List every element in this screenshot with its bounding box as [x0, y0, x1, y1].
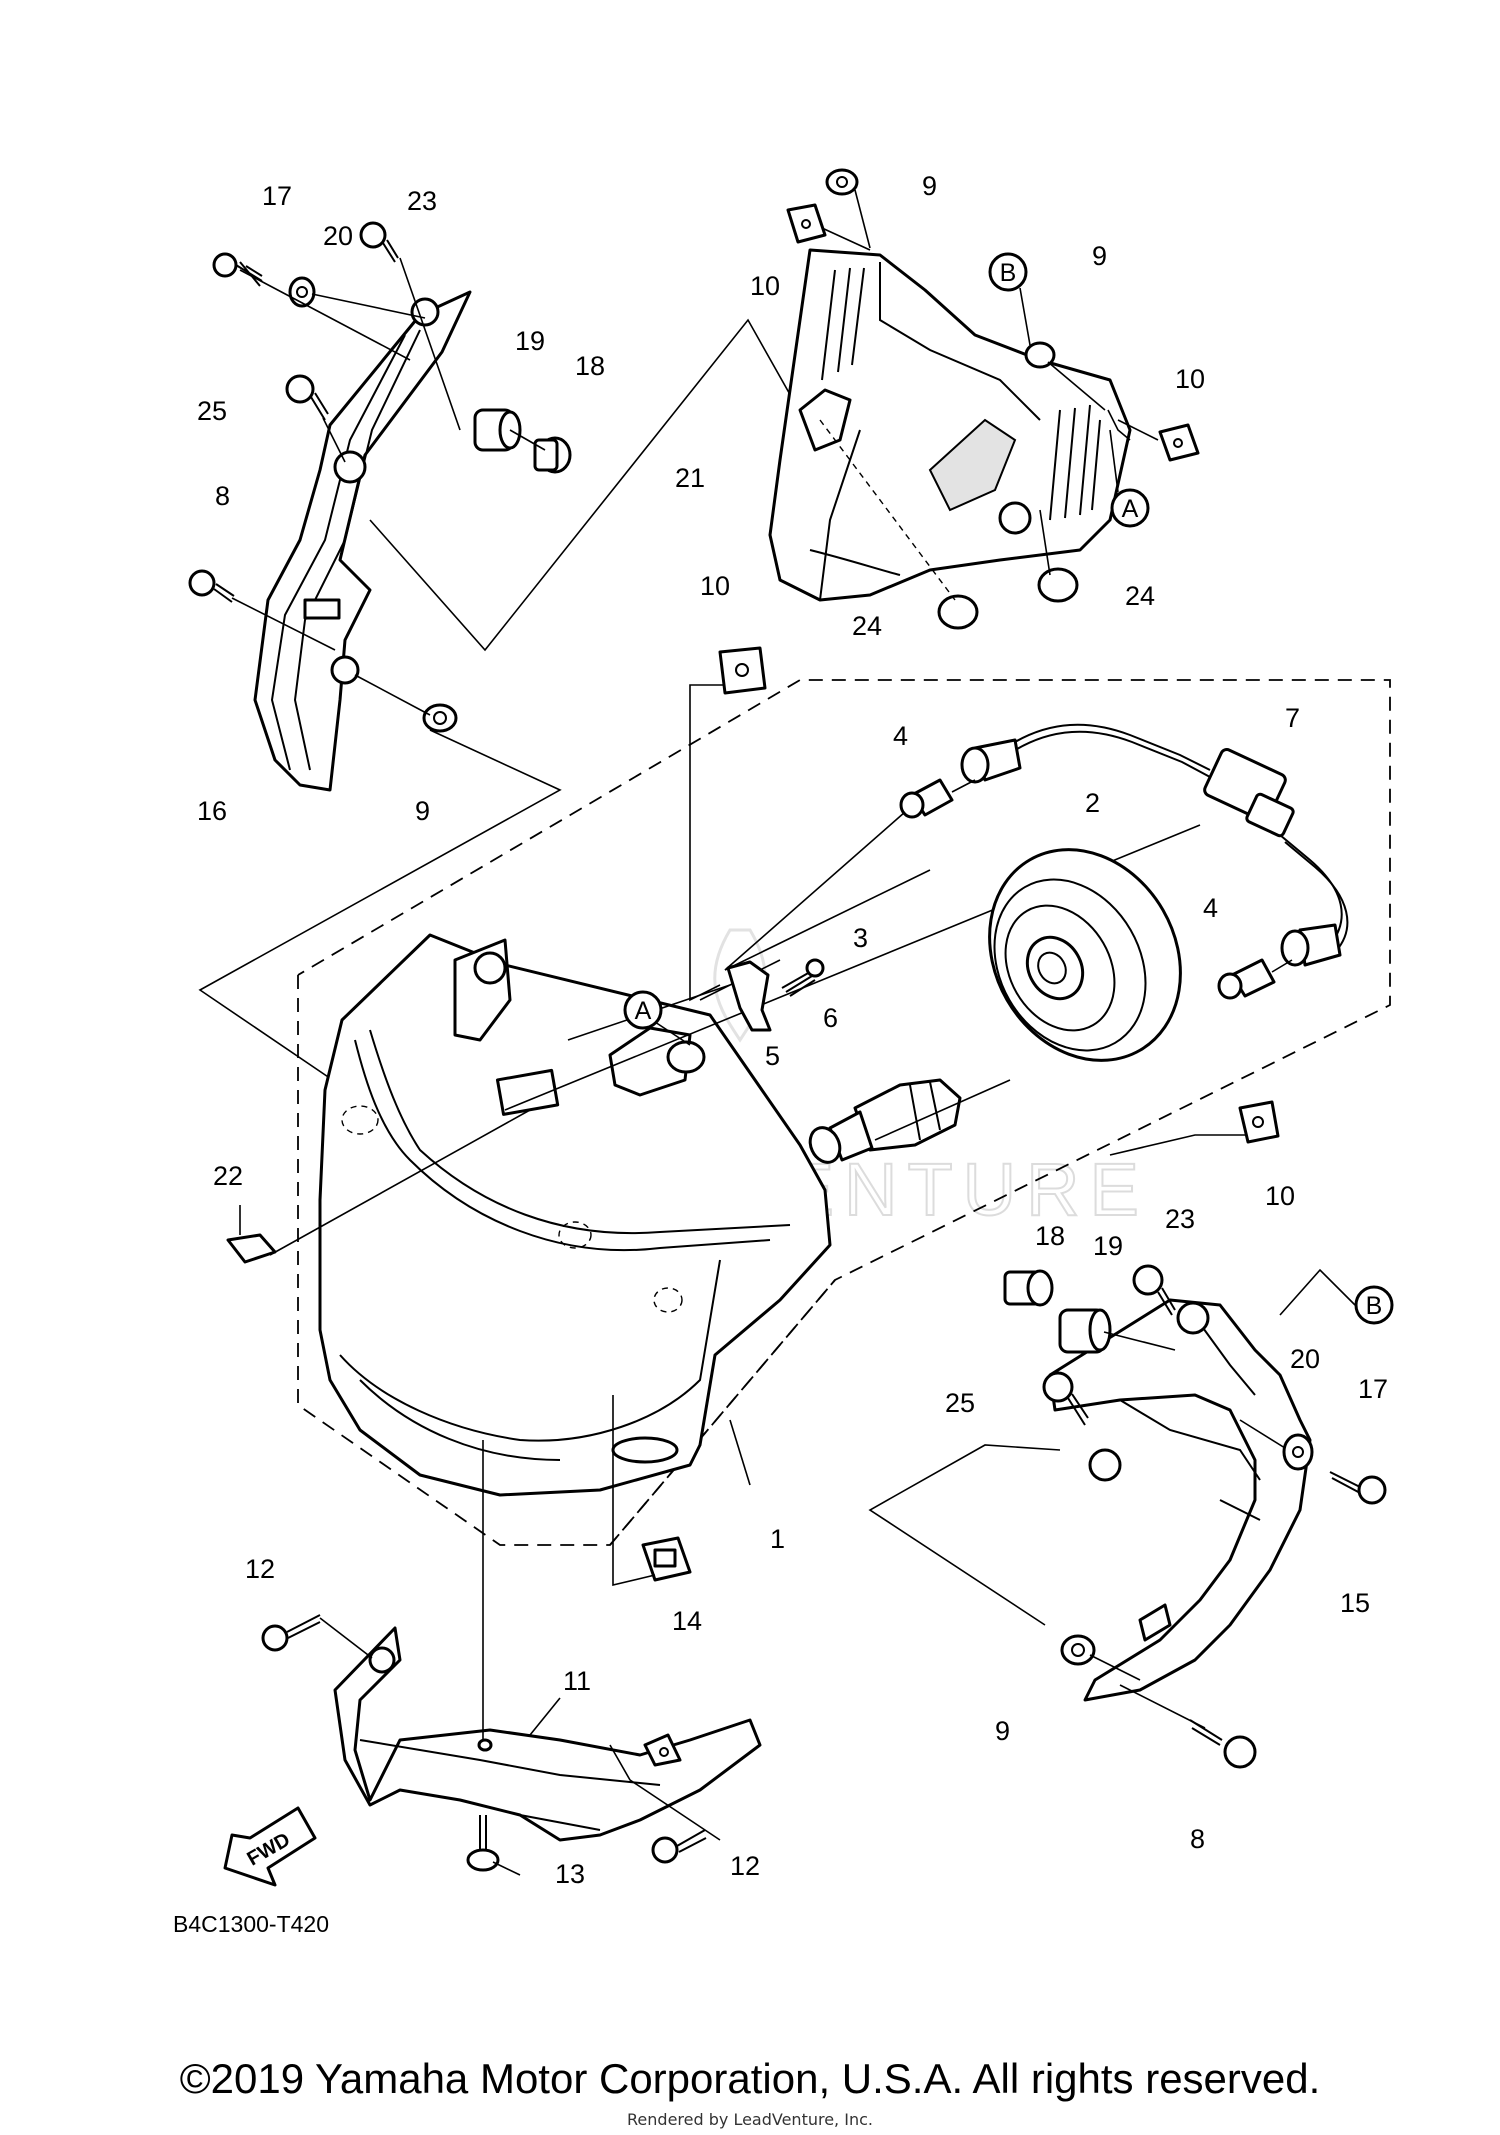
- part-number-labels: 17 23 20 19 18 25 8 16 9 10 9 10 9 21 24…: [197, 171, 1388, 1889]
- callout-a-center: A: [635, 997, 652, 1025]
- left-upper-hardware: [188, 221, 572, 733]
- label-4-lower: 4: [1203, 893, 1218, 923]
- part-15-right-bracket: [1048, 1298, 1312, 1702]
- label-4-upper: 4: [893, 721, 908, 751]
- right-bracket-hardware: [868, 1264, 1387, 1769]
- label-20-left: 20: [323, 221, 353, 251]
- fwd-arrow-icon: FWD: [223, 1806, 317, 1887]
- label-1: 1: [770, 1524, 785, 1554]
- part-2-reflector: [988, 848, 1182, 1062]
- label-11: 11: [563, 1666, 591, 1696]
- label-3: 3: [853, 923, 868, 953]
- label-17-left: 17: [262, 181, 292, 211]
- label-19-left: 19: [515, 326, 545, 356]
- label-20-right: 20: [1290, 1344, 1320, 1374]
- label-12-right: 12: [730, 1851, 760, 1881]
- part-11-lower-cowl: [333, 1626, 762, 1842]
- label-9-right: 9: [1092, 241, 1107, 271]
- label-23-right: 23: [1165, 1204, 1195, 1234]
- label-12-left: 12: [245, 1554, 275, 1584]
- label-15: 15: [1340, 1588, 1370, 1618]
- part-3-bulb: [808, 1078, 1011, 1164]
- label-10-top: 10: [750, 271, 780, 301]
- label-19-right: 19: [1093, 1231, 1123, 1261]
- callout-b-right: B: [1366, 1292, 1383, 1320]
- label-14: 14: [672, 1606, 702, 1636]
- housing-leader-lines: [269, 684, 1245, 1256]
- label-23-left: 23: [407, 186, 437, 216]
- part-21-upper-cowl: [768, 248, 1132, 602]
- label-9-left: 9: [415, 796, 430, 826]
- part-22-grommet: [226, 1205, 277, 1264]
- callout-markers: B A A B: [623, 252, 1394, 1325]
- label-9-lower: 9: [995, 1716, 1010, 1746]
- label-8-right: 8: [1190, 1824, 1205, 1854]
- label-10-right: 10: [1175, 364, 1205, 394]
- diagram-code: B4C1300-T420: [173, 1911, 329, 1937]
- label-13: 13: [555, 1859, 585, 1889]
- label-25-left: 25: [197, 396, 227, 426]
- label-18-left: 18: [575, 351, 605, 381]
- label-7: 7: [1285, 703, 1300, 733]
- label-9-top: 9: [922, 171, 937, 201]
- label-16: 16: [197, 796, 227, 826]
- label-24-right: 24: [1125, 581, 1155, 611]
- part-7-harness: [724, 723, 1349, 1000]
- part-5-6-clip-screw: [726, 958, 825, 1032]
- housing-clips: [718, 646, 1280, 1144]
- label-5: 5: [765, 1041, 780, 1071]
- lower-cowl-hardware: [261, 1395, 721, 1872]
- rendered-by-text: Rendered by LeadVenture, Inc.: [627, 2110, 873, 2129]
- label-22: 22: [213, 1161, 243, 1191]
- left-connection-lines: [198, 318, 811, 1086]
- label-8-left: 8: [215, 481, 230, 511]
- label-10-lower: 10: [1265, 1181, 1295, 1211]
- label-6: 6: [823, 1003, 838, 1033]
- label-21: 21: [675, 463, 705, 493]
- callout-a-right: A: [1122, 495, 1139, 523]
- label-2: 2: [1085, 788, 1100, 818]
- copyright-notice: ©2019 Yamaha Motor Corporation, U.S.A. A…: [179, 2055, 1321, 2102]
- label-17-right: 17: [1358, 1374, 1388, 1404]
- label-18-right: 18: [1035, 1221, 1065, 1251]
- upper-cowl-hardware: [786, 168, 1200, 630]
- label-24-left: 24: [852, 611, 882, 641]
- assembly-boundary: [297, 679, 1391, 1546]
- callout-b-top: B: [1000, 259, 1017, 287]
- label-10-mid: 10: [700, 571, 730, 601]
- part-1-headlight-housing: [318, 933, 832, 1497]
- part-16-left-bracket: [253, 290, 472, 792]
- label-25-right: 25: [945, 1388, 975, 1418]
